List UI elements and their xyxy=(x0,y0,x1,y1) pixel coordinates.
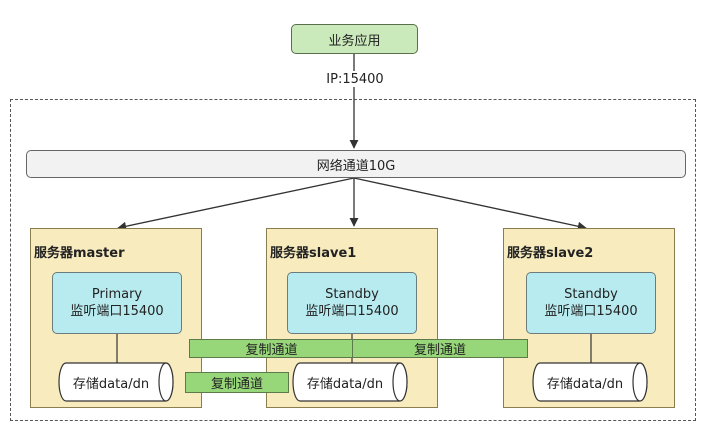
replication-channel-master-slave1: 复制通道 xyxy=(189,339,354,358)
network-channel-label: 网络通道10G xyxy=(316,158,396,174)
replication-channel-storage: 复制通道 xyxy=(185,372,289,393)
network-to-slave2-edge xyxy=(353,177,587,231)
storage-slave2-label: 存储data/dn xyxy=(546,376,624,392)
instance-primary-role: Primary xyxy=(91,287,143,302)
business-app-label: 业务应用 xyxy=(328,33,381,49)
instance-standby1-box: Standby 监听端口15400 xyxy=(287,272,417,334)
instance-primary-box: Primary 监听端口15400 xyxy=(52,272,182,334)
storage-master-label: 存储data/dn xyxy=(72,376,150,392)
replication-channel-label: 复制通道 xyxy=(245,343,298,358)
storage-master-cylinder xyxy=(58,362,174,402)
replication-channel-slave1-slave2: 复制通道 xyxy=(352,339,528,358)
replication-channel-label: 复制通道 xyxy=(210,377,263,392)
server-slave1-title: 服务器slave1 xyxy=(270,246,357,261)
instance-standby2-port: 监听端口15400 xyxy=(544,304,638,319)
storage-slave2-cylinder xyxy=(532,362,648,402)
instance-standby1-port: 监听端口15400 xyxy=(305,304,399,319)
server-master-title: 服务器master xyxy=(34,246,125,261)
replication-channel-label: 复制通道 xyxy=(413,343,466,358)
storage-slave1-label: 存储data/dn xyxy=(306,376,384,392)
network-to-master-edge xyxy=(117,177,355,231)
instance-standby1-role: Standby xyxy=(325,287,379,302)
server-slave2-title: 服务器slave2 xyxy=(507,246,594,261)
instance-standby2-role: Standby xyxy=(564,287,618,302)
ip-port-edge-label: IP:15400 xyxy=(322,71,388,87)
business-app-box: 业务应用 xyxy=(291,24,418,54)
storage-slave1-cylinder xyxy=(292,362,408,402)
cluster-frame xyxy=(10,99,696,421)
network-channel-bar: 网络通道10G xyxy=(26,150,686,178)
instance-standby2-box: Standby 监听端口15400 xyxy=(526,272,656,334)
instance-primary-port: 监听端口15400 xyxy=(70,304,164,319)
